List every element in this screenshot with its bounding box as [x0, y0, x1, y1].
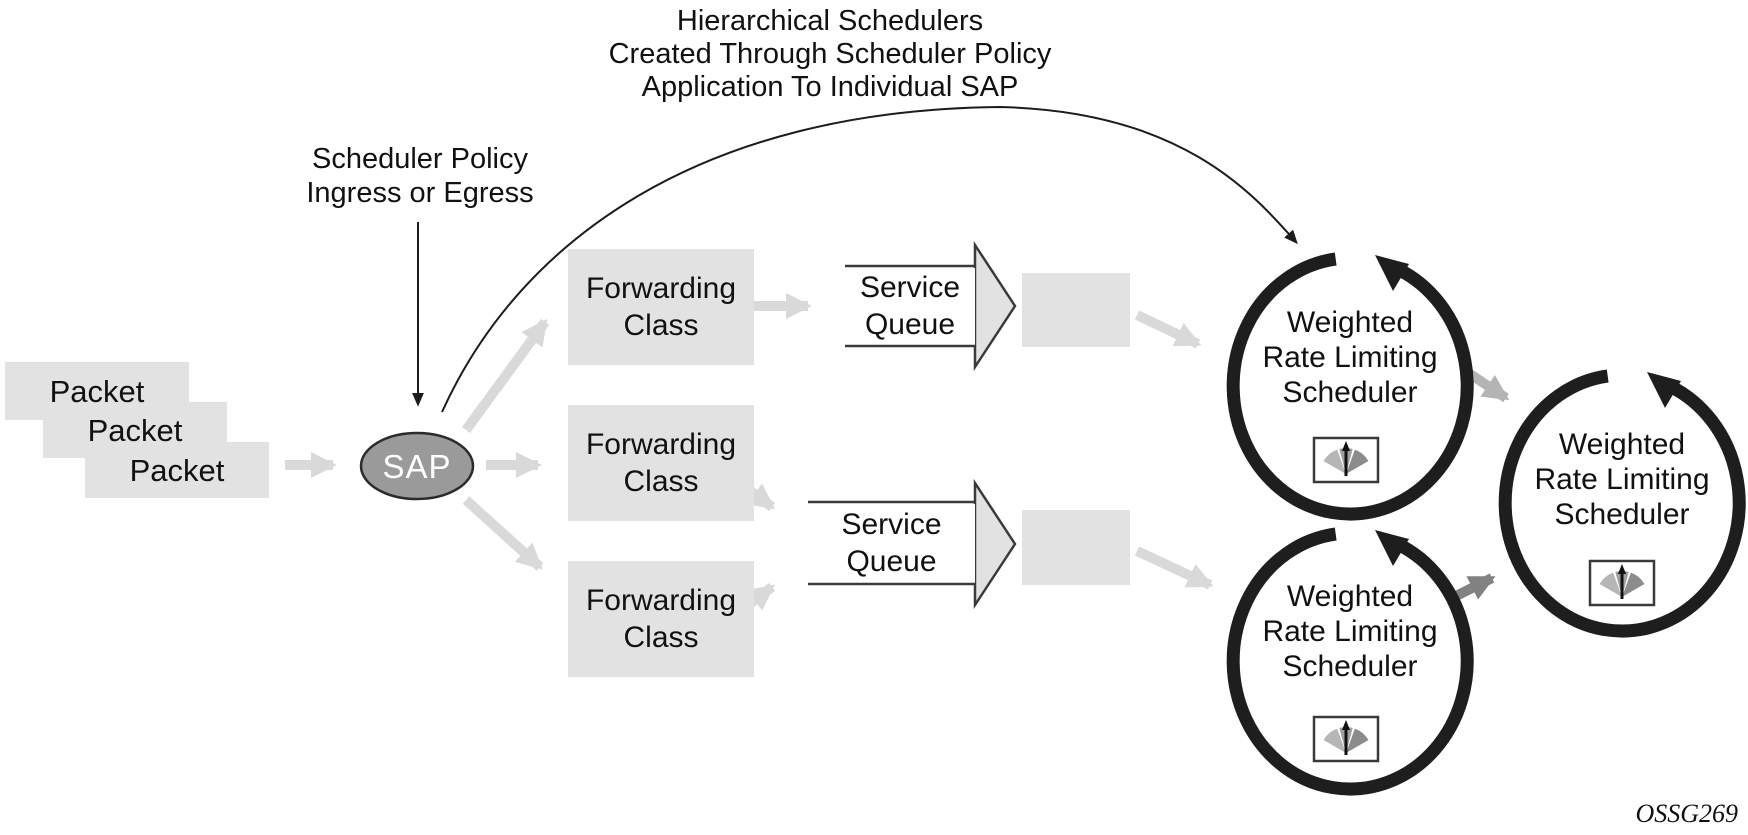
service-queue-arrow-1	[845, 240, 1017, 372]
packet-label-3: Packet	[129, 452, 225, 488]
forwarding-class-box-2	[568, 405, 754, 521]
forwarding-class-label-1: Forwarding Class	[585, 272, 737, 342]
buffer1-to-scheduler1-arrow	[1134, 310, 1202, 349]
scheduler2-gauge-icon	[1312, 715, 1380, 763]
sap-label: SAP	[382, 447, 452, 485]
figure-id: OSSG269	[1635, 798, 1738, 828]
diagram-title: Hierarchical Schedulers Created Through …	[608, 4, 1052, 103]
service-queue-label-2: Service Queue	[841, 508, 942, 578]
packet-box-3	[85, 442, 269, 498]
scheduler-label-2: Weighted Rate Limiting Scheduler	[1262, 579, 1438, 683]
service-queue-arrow-2	[808, 478, 1017, 610]
scheduler-policy-label: Scheduler Policy Ingress or Egress	[306, 143, 534, 209]
scheduler3-gauge-icon	[1588, 559, 1656, 607]
forwarding-class-label-3: Forwarding Class	[585, 584, 737, 654]
scheduler1-gauge-icon	[1312, 436, 1380, 484]
queue-buffer-box-2	[1022, 510, 1130, 585]
queue-buffer-box-1	[1022, 273, 1130, 347]
sap-to-fc1-arrow	[461, 318, 550, 433]
sap-to-fc3-arrow	[462, 496, 544, 571]
service-queue-label-1: Service Queue	[859, 271, 961, 341]
buffer2-to-scheduler2-arrow	[1134, 546, 1214, 590]
packet-label-1: Packet	[49, 373, 145, 409]
scheduler1-to-scheduler3-arrow	[1467, 369, 1510, 403]
forwarding-class-label-2: Forwarding Class	[585, 428, 737, 498]
forwarding-class-box-1	[568, 249, 754, 365]
scheduler-label-3: Weighted Rate Limiting Scheduler	[1534, 427, 1710, 531]
sap-to-scheduler-curve-arrow	[441, 105, 1298, 413]
scheduler2-to-scheduler3-arrow	[1449, 573, 1496, 603]
sap-ellipse	[359, 431, 475, 501]
packet-label-2: Packet	[87, 412, 183, 448]
forwarding-class-box-3	[568, 561, 754, 677]
scheduler-label-1: Weighted Rate Limiting Scheduler	[1262, 305, 1438, 409]
